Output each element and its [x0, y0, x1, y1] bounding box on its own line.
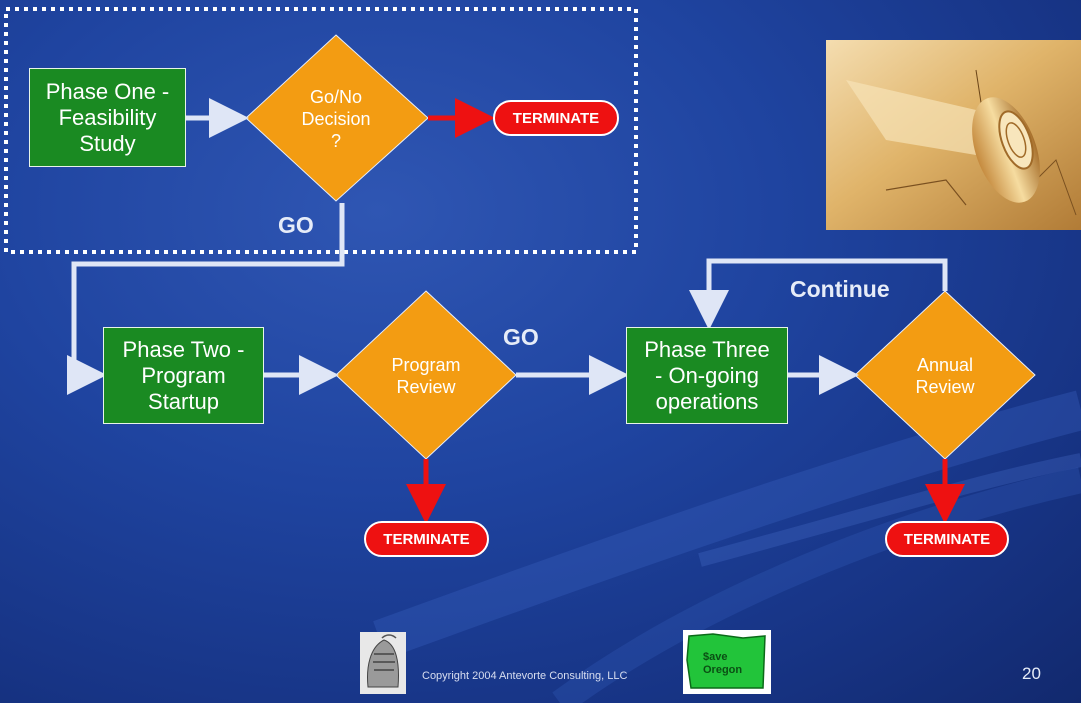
arrow-go-to-phase2 [67, 203, 345, 395]
parchment-scroll-image [826, 40, 1081, 230]
svg-text:$ave: $ave [703, 651, 727, 663]
phase-two-box: Phase Two - Program Startup [103, 327, 264, 424]
terminate-three: TERMINATE [885, 521, 1009, 557]
terminate-two: TERMINATE [364, 521, 489, 557]
decision-two-label: Program Review [391, 355, 461, 397]
arrow-continue-loop [689, 258, 948, 330]
go-label-two: GO [503, 324, 539, 350]
decision-diamond-one [245, 34, 429, 202]
go-label-one: GO [278, 212, 314, 238]
svg-text:Oregon: Oregon [703, 664, 742, 676]
page-number: 20 [1022, 664, 1041, 683]
terminate-one: TERMINATE [493, 100, 619, 136]
decision-three-label: Annual Review [915, 355, 975, 397]
phase-one-dotted-frame [4, 7, 638, 254]
knight-helmet-logo [360, 632, 406, 694]
phase-one-box: Phase One - Feasibility Study [29, 68, 186, 167]
phase-three-box: Phase Three - On-going operations [626, 327, 788, 424]
save-oregon-logo: $ave Oregon [683, 630, 771, 694]
continue-label: Continue [790, 276, 890, 302]
copyright-text: Copyright 2004 Antevorte Consulting, LLC [422, 670, 628, 682]
decision-one-label: Go/No Decision ? [301, 87, 371, 151]
